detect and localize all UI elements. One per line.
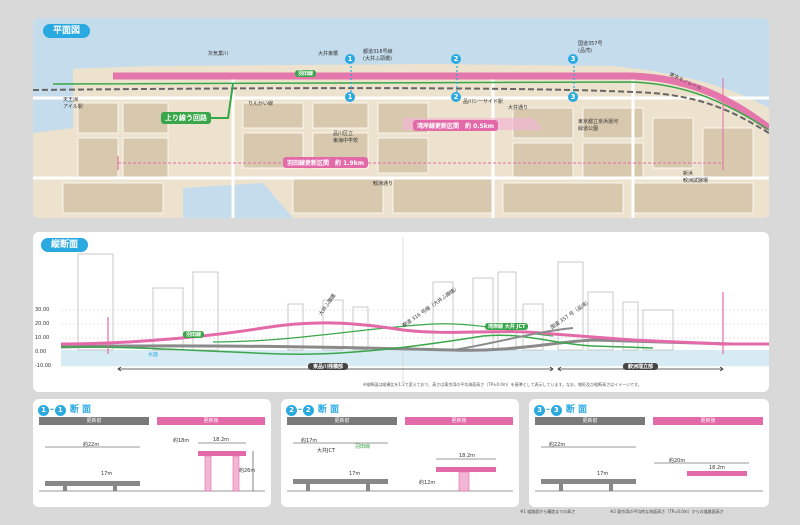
cross-section-3-suffix: 断 面 — [565, 405, 588, 415]
cs1-after-width2: 18.2m — [213, 437, 230, 443]
label-route-357: 国道357号 (品湾) — [578, 41, 603, 54]
y-tick-minus10: -10.00 — [35, 363, 52, 369]
label-port-park: 東京都立京浜運河 緑道公園 — [578, 119, 619, 132]
cross-section-1-drawing — [39, 442, 265, 492]
y-tick-0: 0.00 — [35, 349, 47, 355]
plan-title: 平面図 — [43, 24, 91, 38]
cross-section-2-after-head: 更新後 — [405, 417, 513, 425]
cross-section-2: 2-2 断 面 更新前 更新後 約17m 17m 羽田線 大井JCT 18.2m… — [281, 399, 519, 507]
label-route-316: 都道316号線 (大井ふ頭橋) — [363, 49, 393, 62]
cs1-after-height: 約26m — [239, 468, 256, 474]
segment-samezu: 鮫洲埋立部 — [623, 363, 659, 370]
cs2-after-height: 約12m — [419, 480, 436, 486]
y-tick-30: 30.00 — [35, 307, 50, 313]
cross-section-1-after-head: 更新後 — [157, 417, 265, 425]
route-label-bypass: 上り線う回路 — [161, 112, 211, 124]
y-tick-20: 20.00 — [35, 321, 50, 327]
profile-diagram — [60, 237, 769, 382]
section-marker-1-top: 1 — [345, 54, 355, 64]
cs2-jct: 大井JCT — [317, 448, 336, 454]
footnote-1: ※1 道路面から構造までの高さ — [520, 509, 576, 514]
section-marker-3-bottom: 3 — [568, 92, 578, 102]
plan-panel: 平面図 1 1 2 2 3 3 羽田線 上り線う回路 湾岸線更新区間 約 0.5… — [33, 18, 769, 218]
section-marker-1-bottom: 1 — [345, 92, 355, 102]
cross-section-2-title: 2-2 断 面 — [285, 402, 339, 416]
label-test-site: 新浜 鮫洲試験場 — [683, 171, 709, 184]
section-marker-2-bottom: 2 — [451, 92, 461, 102]
cross-section-3: 3-3 断 面 更新前 更新後 約22m 17m 約20m 18.2m — [529, 399, 769, 507]
plan-map — [33, 18, 769, 218]
cs3-after-width2: 18.2m — [709, 465, 726, 471]
cs2-before-width: 約17m — [301, 438, 318, 444]
cross-section-2-num-b: 2 — [302, 405, 314, 416]
footnote-2: ※2 東京湾の平均的な海面高さ（TP=0.0m）からの道路面高さ — [610, 509, 724, 514]
label-taisho: 灰気業川 — [208, 51, 229, 57]
cs3-before-height: 17m — [597, 471, 609, 477]
cross-section-3-num-a: 3 — [534, 405, 545, 416]
label-ooi-kyoubashi: 大井東橋 — [318, 51, 339, 57]
profile-label-water: 水面 — [148, 352, 159, 358]
profile-label-wangan-jct: 湾岸線 大井 JCT — [485, 323, 529, 330]
cross-section-3-after-head: 更新後 — [653, 417, 763, 425]
route-label-wangan-section: 湾岸線更新区間 約 0.5km — [413, 120, 498, 131]
cross-section-2-drawing — [287, 442, 513, 492]
cross-section-1-title: 1-1 断 面 — [37, 402, 91, 416]
label-rinkai: りんかい線 — [248, 101, 274, 107]
profile-title: 縦断面 — [41, 238, 89, 252]
cs1-before-height: 17m — [101, 471, 113, 477]
y-tick-10: 10.00 — [35, 335, 50, 341]
cross-section-2-num-a: 2 — [286, 405, 297, 416]
cs2-route: 羽田線 — [355, 444, 371, 450]
route-label-haneda-section: 羽田線更新区間 約 1.9km — [283, 157, 368, 168]
profile-note: ※縦断図は縦横比を1:2で変えており、高さは東京湾の平均海面高さ（TP±0.0m… — [363, 382, 642, 387]
route-label-haneda: 羽田線 — [295, 70, 317, 77]
cs2-before-height: 17m — [349, 471, 361, 477]
cross-section-3-title: 3-3 断 面 — [533, 402, 587, 416]
label-seaside-station: 品川シーサイド駅 — [463, 99, 503, 105]
cross-section-3-num-b: 3 — [550, 405, 562, 416]
cs3-after-width: 約20m — [669, 458, 686, 464]
label-tennozu: 天王洲 アイル駅 — [63, 97, 83, 110]
cs1-after-width: 約18m — [173, 438, 190, 444]
cross-section-1-before-head: 更新前 — [39, 417, 149, 425]
section-marker-3-top: 3 — [568, 54, 578, 64]
cross-section-1: 1-1 断 面 更新前 更新後 約22m 17m 約18m 18.2m 約26m — [33, 399, 271, 507]
section-marker-2-top: 2 — [451, 54, 461, 64]
profile-panel: 縦断面 30.00 20.00 10.00 0.00 -10.00 羽田線 湾岸… — [33, 232, 769, 392]
cross-section-2-suffix: 断 面 — [317, 405, 340, 415]
cs1-before-width: 約22m — [83, 442, 100, 448]
cross-section-1-suffix: 断 面 — [69, 405, 92, 415]
label-school: 品川区立 東海中学校 — [333, 131, 359, 144]
segment-higashi: 東品川桟橋部 — [308, 363, 349, 370]
label-samezu: 鮫洲通り — [373, 181, 394, 187]
cs3-before-width: 約22m — [549, 442, 566, 448]
cross-section-1-num-b: 1 — [54, 405, 66, 416]
cs2-after-width: 18.2m — [459, 453, 476, 459]
cross-section-3-before-head: 更新前 — [535, 417, 645, 425]
cross-section-2-before-head: 更新前 — [287, 417, 397, 425]
label-ooi-dori: 大井通り — [508, 105, 529, 111]
cross-section-3-drawing — [535, 446, 763, 492]
profile-label-haneda: 羽田線 — [183, 331, 205, 338]
cross-section-1-num-a: 1 — [38, 405, 49, 416]
